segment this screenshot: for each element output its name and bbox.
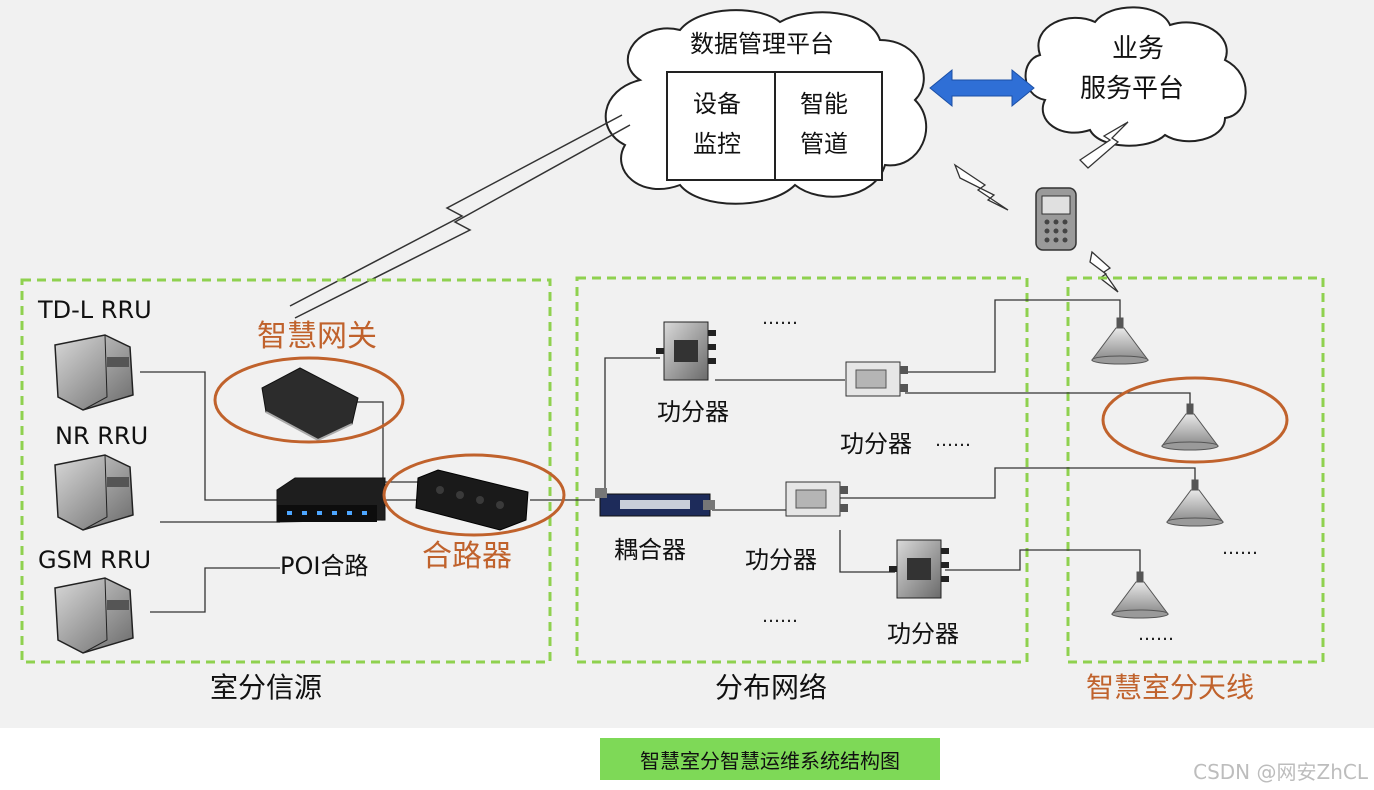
ellipsis-antenna-1: …… [1222, 538, 1258, 559]
splitter-label-4: 功分器 [887, 620, 959, 648]
figure-caption: 智慧室分智慧运维系统结构图 [600, 738, 940, 780]
diagram-graphics [20, 6, 1325, 664]
device-monitor-line1: 设备 [693, 90, 741, 118]
splitter-label-2: 功分器 [840, 430, 912, 458]
ellipsis-antenna-2: …… [1138, 624, 1174, 645]
csdn-watermark: CSDN @网安ZhCL [1193, 760, 1368, 784]
poi-label: POI合路 [280, 552, 369, 580]
ceiling-antenna-icon [1091, 317, 1224, 619]
source-section-box [20, 278, 552, 664]
rru-device-icon [54, 334, 134, 654]
combiner-highlight [382, 453, 566, 537]
coupler-device-icon [595, 488, 715, 517]
splitter-label-1: 功分器 [657, 398, 729, 426]
business-platform-line1: 业务 [1112, 34, 1165, 64]
business-platform-cloud [1024, 6, 1247, 147]
ellipsis-bottom: …… [762, 606, 798, 627]
section-title-network: 分布网络 [715, 671, 828, 704]
smart-pipe-line2: 管道 [800, 130, 848, 158]
rru-label-nr: NR RRU [55, 422, 149, 450]
rru-label-tdl: TD-L RRU [38, 296, 152, 324]
poi-device-icon [276, 477, 386, 523]
antenna-highlight [1101, 376, 1289, 464]
device-monitor-line2: 监控 [693, 130, 741, 158]
gateway-highlight [213, 356, 405, 444]
mobile-phone-icon [1035, 187, 1077, 251]
splitter-2way-icon [785, 361, 908, 517]
network-section-box [575, 276, 1029, 664]
section-title-source: 室分信源 [210, 671, 323, 704]
coupler-label: 耦合器 [614, 536, 686, 564]
gateway-label: 智慧网关 [257, 319, 377, 354]
data-platform-title: 数据管理平台 [690, 30, 834, 58]
gateway-device-icon [261, 367, 359, 442]
wireless-link-icon [289, 114, 631, 319]
splitter-device-icon [656, 321, 949, 599]
double-arrow-icon [929, 68, 1035, 108]
ellipsis-top: …… [762, 308, 798, 329]
combiner-device-icon [415, 469, 529, 531]
signal-bolt-icon [953, 121, 1129, 293]
antenna-section-box [1066, 276, 1325, 664]
section-title-antenna: 智慧室分天线 [1086, 671, 1255, 704]
business-platform-line2: 服务平台 [1080, 74, 1185, 104]
data-platform-cloud [604, 9, 928, 205]
rru-label-gsm: GSM RRU [38, 546, 152, 574]
combiner-label: 合路器 [422, 539, 512, 574]
ellipsis-mid: …… [935, 430, 971, 451]
connection-lines [140, 299, 1196, 613]
splitter-label-3: 功分器 [745, 546, 817, 574]
smart-pipe-line1: 智能 [800, 90, 848, 118]
